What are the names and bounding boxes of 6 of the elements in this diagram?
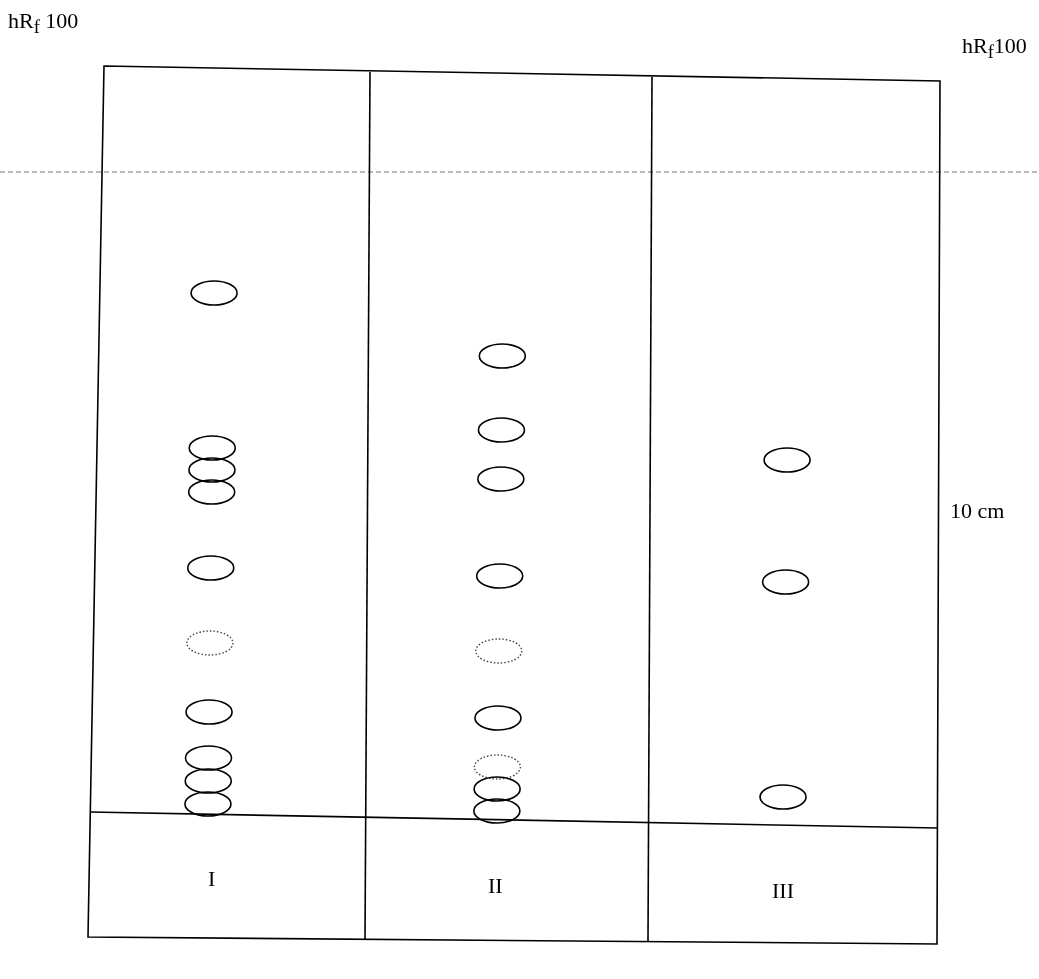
length-label: 10 cm [950,500,1005,522]
lane-label: I [208,868,216,890]
rate-label: hR$_{f}$100 [962,35,1027,62]
lane-label: II [488,875,503,897]
lane-label: III [772,880,794,902]
rate-label: hR$_{f}$ 100 [8,10,79,37]
